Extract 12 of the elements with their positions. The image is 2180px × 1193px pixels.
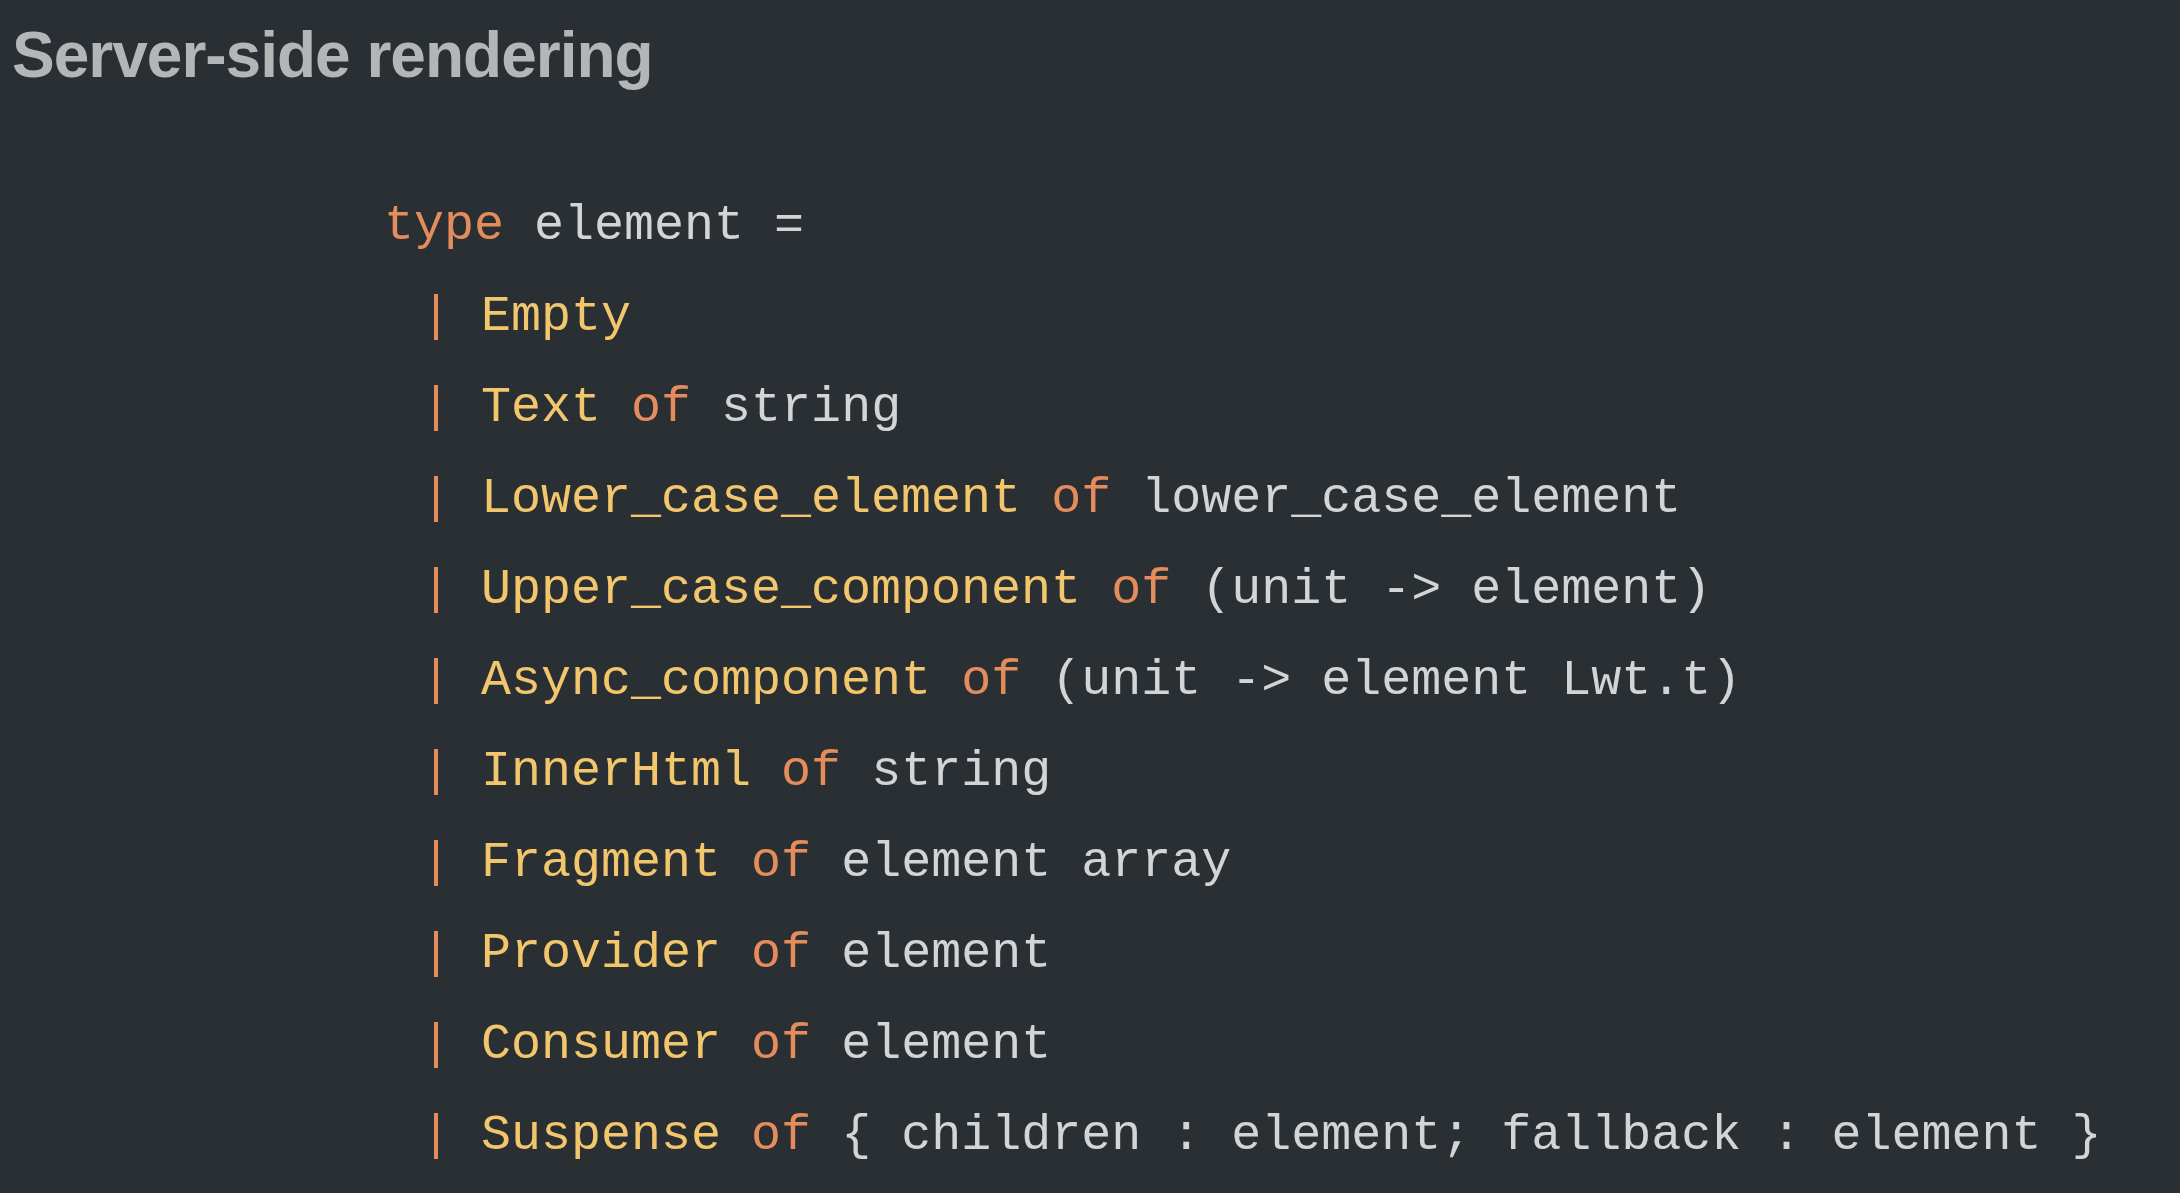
code-line: | Suspense of { children : element; fallback : element } bbox=[421, 1106, 2102, 1166]
code-line: | Consumer of element bbox=[421, 1015, 1052, 1075]
code-line: | Upper_case_component of (unit -> element) bbox=[421, 560, 1712, 620]
code-line: | Fragment of element array bbox=[421, 833, 1232, 893]
code-line: | Text of string bbox=[421, 378, 902, 438]
slide-title: Server-side rendering bbox=[12, 18, 653, 92]
code-line: | Async_component of (unit -> element Lwt.t) bbox=[421, 651, 1742, 711]
code-line: type element = bbox=[384, 196, 805, 256]
code-line: | Lower_case_element of lower_case_element bbox=[421, 469, 1682, 529]
code-line: | Provider of element bbox=[421, 924, 1052, 984]
code-line: | Empty bbox=[421, 287, 632, 347]
code-line: | InnerHtml of string bbox=[421, 742, 1052, 802]
